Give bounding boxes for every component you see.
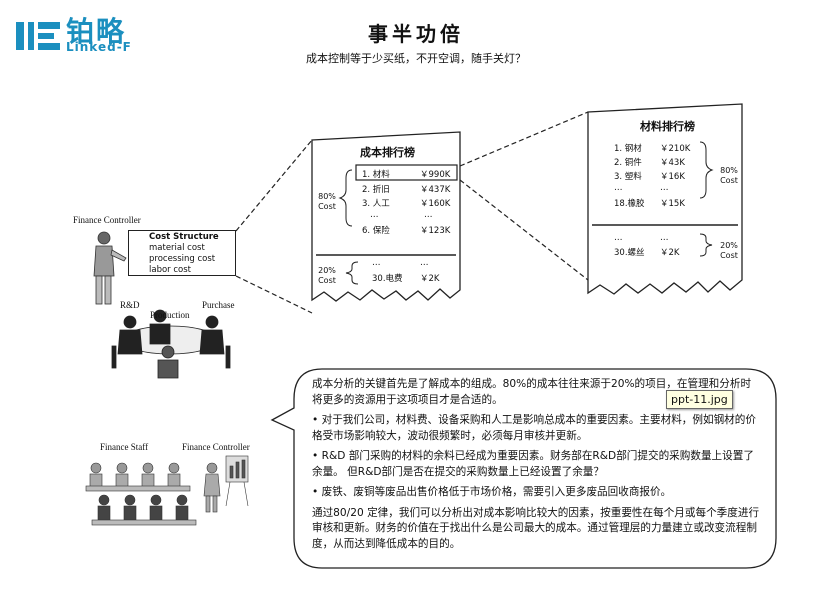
- highlight-box: [355, 164, 458, 181]
- material-ranking-title: 材料排行榜: [640, 120, 695, 133]
- rnd-label: R&D: [120, 300, 140, 310]
- callout-paragraph: • R&D 部门采购的材料的余料已经成为重要因素。财务部在R&D部门提交的采购数…: [312, 450, 754, 478]
- board-line: labor cost: [149, 265, 191, 275]
- controller-chart-figure: [203, 455, 249, 513]
- material-80-label: 80%Cost: [720, 166, 738, 185]
- purchase-label: Purchase: [202, 300, 235, 310]
- meeting-table-figure: [111, 309, 231, 379]
- page-title: 事半功倍: [368, 22, 464, 46]
- logo-mark: [16, 22, 60, 50]
- finance-controller-label-2: Finance Controller: [182, 442, 250, 452]
- callout-paragraph: 通过80/20 定律，我们可以分析出对成本影响比较大的因素，按重要性在每个月或每…: [312, 506, 760, 550]
- material-ranking-ticket: [587, 103, 743, 295]
- callout-bubble: [270, 368, 777, 569]
- board-line: material cost: [149, 243, 205, 253]
- logo-subtext: Linked-F: [66, 40, 132, 54]
- cost-ranking-title: 成本排行榜: [360, 146, 415, 159]
- material-20-label: 20%Cost: [720, 241, 738, 260]
- filename-tooltip: ppt-11.jpg: [666, 390, 733, 409]
- cost-80-label: 80%Cost: [318, 192, 336, 211]
- board-title: Cost Structure: [149, 232, 219, 242]
- cost-ranking-ticket: [311, 131, 461, 302]
- callout-text: 成本分析的关键首先是了解成本的组成。80%的成本往往来源于20%的项目，在管理和…: [312, 377, 760, 557]
- cost-structure-board: Cost Structure material cost processing …: [128, 230, 236, 276]
- finance-controller-label: Finance Controller: [73, 215, 141, 225]
- page-subtitle: 成本控制等于少买纸，不开空调，随手关灯？: [306, 52, 526, 65]
- callout-paragraph: • 对于我们公司，材料费、设备采购和人工是影响总成本的重要因素。主要材料，例如钢…: [312, 414, 756, 442]
- callout-paragraph: • 废铁、废铜等废品出售价格低于市场价格，需要引入更多废品回收商报价。: [312, 486, 672, 498]
- presenter-figure: [93, 231, 127, 305]
- board-line: processing cost: [149, 254, 216, 264]
- callout-paragraph: 成本分析的关键首先是了解成本的组成。80%的成本往往来源于20%的项目，在管理和…: [312, 378, 752, 406]
- cost-20-label: 20%Cost: [318, 266, 336, 285]
- logo-text: 铂略: [66, 15, 127, 48]
- finance-staff-figure: [85, 462, 197, 526]
- finance-staff-label: Finance Staff: [100, 442, 149, 452]
- production-label: Production: [150, 310, 190, 320]
